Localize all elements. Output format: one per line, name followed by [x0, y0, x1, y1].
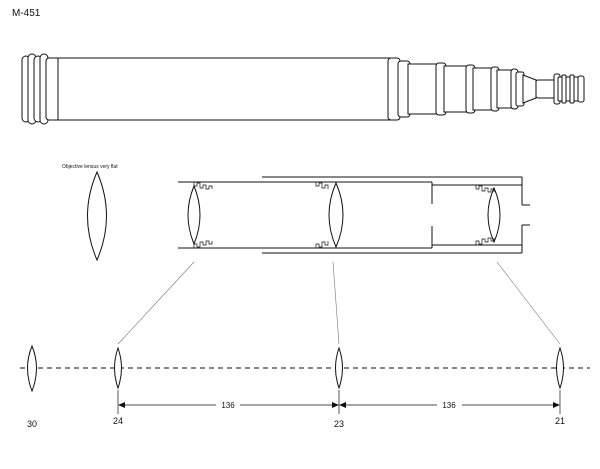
- dim-arrow-1-right: [332, 402, 339, 408]
- eyepiece-ring-2: [561, 74, 567, 104]
- dim-arrow-2-left: [339, 402, 346, 408]
- eyepiece-neck: [535, 79, 557, 99]
- projection-guides: [117, 261, 561, 345]
- drawtube-3: [472, 67, 494, 111]
- schematic-lens-21: [556, 346, 564, 390]
- cell-1-bottom: [193, 240, 213, 248]
- objective-note: Objective lensus very flat: [62, 164, 118, 170]
- schematic-lens-24: [114, 346, 122, 390]
- drawtube-1: [407, 63, 439, 115]
- eyepiece-ring-3: [565, 76, 571, 102]
- cell-2-bottom: [315, 241, 329, 248]
- eyepiece-cap: [577, 75, 585, 103]
- cell-3-bottom: [475, 237, 495, 245]
- lens-label-30: 30: [27, 419, 37, 429]
- telescope-exterior: [21, 53, 585, 125]
- section-lens-eyepiece: [487, 186, 501, 244]
- guide-lens-24: [117, 261, 195, 345]
- lens-label-21: 21: [555, 416, 565, 426]
- dimension-label-1: 136: [221, 401, 235, 410]
- lens-label-23: 23: [334, 419, 344, 429]
- section-lens-erector: [328, 181, 344, 249]
- model-title: M-451: [12, 8, 41, 19]
- cell-1-top: [193, 182, 213, 190]
- dim-arrow-2-right: [553, 402, 560, 408]
- eyepiece-ring-1: [557, 76, 563, 102]
- dim-arrow-1-left: [118, 402, 125, 408]
- cell-2-top: [315, 182, 329, 189]
- schematic-lens-23: [335, 346, 343, 390]
- lens-label-24: 24: [113, 416, 123, 426]
- eyepiece-ring-5: [573, 76, 579, 102]
- schematic-lens-30: [27, 344, 37, 393]
- guide-lens-23: [332, 261, 340, 345]
- objective-lens-drawing: [87, 170, 107, 262]
- drawtube-2: [443, 65, 469, 113]
- optical-cross-section: [178, 176, 530, 254]
- section-lens-objective: [187, 184, 201, 246]
- dimension-label-2: 136: [442, 401, 456, 410]
- guide-lens-21: [496, 261, 561, 345]
- main-barrel: [57, 57, 391, 121]
- objective-lens-detail: Objective lensus very flat: [62, 164, 118, 262]
- eyepiece-cone: [522, 74, 537, 104]
- eyepiece-ring-4: [569, 74, 575, 104]
- cell-3-top: [475, 185, 495, 193]
- optical-schematic: 136 136 30 24 23 21: [20, 344, 590, 429]
